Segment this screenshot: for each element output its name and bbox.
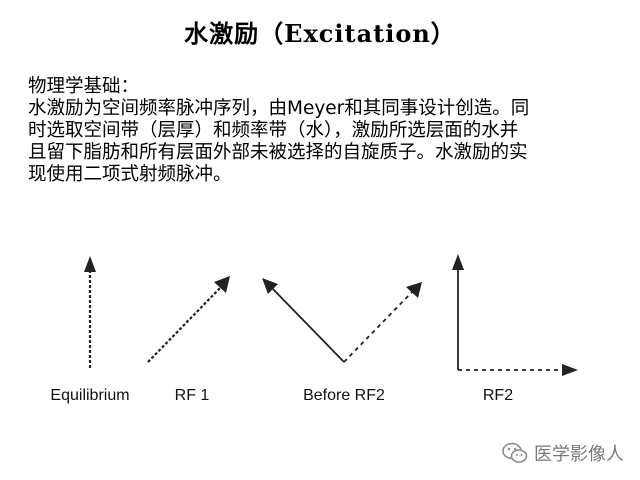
body-line: 现使用二项式射频脉冲。 xyxy=(28,164,232,185)
body-line: 且留下脂肪和所有层面外部未被选择的自旋质子。水激励的实 xyxy=(28,142,528,163)
slide-title: 水激励（Excitation） xyxy=(184,19,456,48)
watermark: 医学影像人 xyxy=(502,440,624,466)
label-rf1: RF 1 xyxy=(175,387,210,404)
watermark-text: 医学影像人 xyxy=(534,444,624,465)
label-rf2: RF2 xyxy=(483,387,513,404)
body-heading: 物理学基础： xyxy=(28,76,140,97)
magnetization-diagram: Equilibrium RF 1 Before RF2 RF2 xyxy=(50,254,578,404)
rf1-vector xyxy=(147,276,230,363)
before-rf2-vectors xyxy=(262,278,422,363)
label-before-rf2: Before RF2 xyxy=(303,387,385,404)
rf2-vectors xyxy=(452,254,578,376)
wechat-icon xyxy=(502,442,528,464)
body-line: 水激励为空间频率脉冲序列，由Meyer和其同事设计创造。同 xyxy=(28,98,530,119)
body-line: 时选取空间带（层厚）和频率带（水），激励所选层面的水并 xyxy=(28,120,519,141)
slide-body: 物理学基础： 水激励为空间频率脉冲序列，由Meyer和其同事设计创造。同 时选取… xyxy=(28,76,618,186)
equilibrium-vector xyxy=(84,256,96,368)
label-equilibrium: Equilibrium xyxy=(50,387,129,404)
